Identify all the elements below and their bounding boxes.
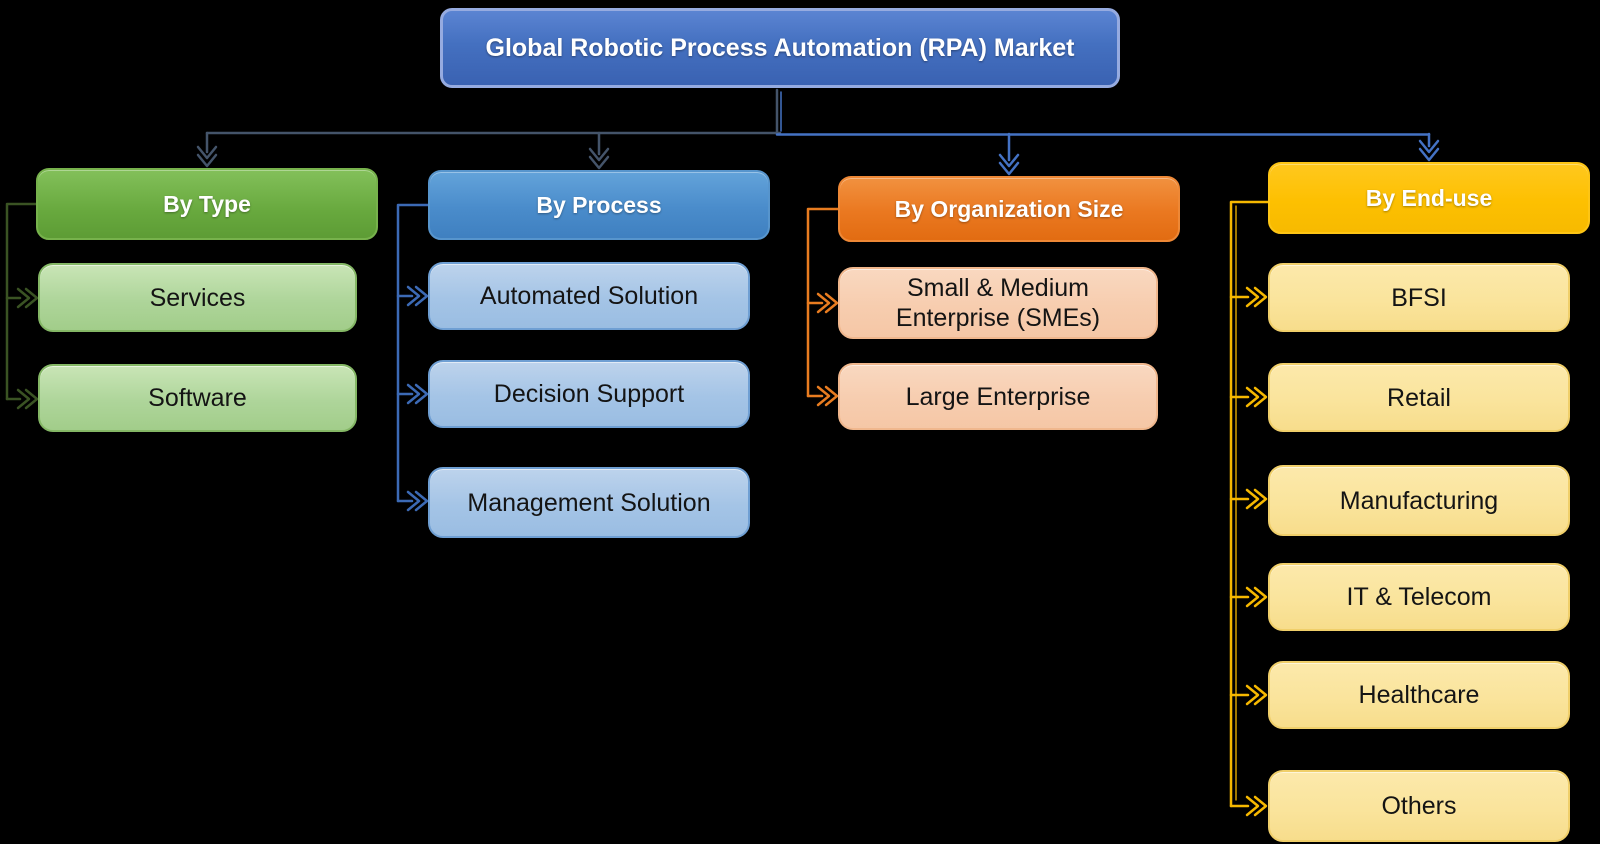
header-by-process: By Process xyxy=(428,170,770,240)
connector-by-process xyxy=(396,203,430,512)
node-healthcare: Healthcare xyxy=(1268,661,1570,729)
connector-by-organization-size xyxy=(806,207,840,407)
node-smes: Small & Medium Enterprise (SMEs) xyxy=(838,267,1158,339)
connector-by-end-use xyxy=(1229,200,1270,817)
node-large-enterprise: Large Enterprise xyxy=(838,363,1158,430)
connector-by-type xyxy=(5,202,39,410)
node-bfsi: BFSI xyxy=(1268,263,1570,332)
node-retail: Retail xyxy=(1268,363,1570,432)
node-manufacturing: Manufacturing xyxy=(1268,465,1570,536)
header-by-type: By Type xyxy=(36,168,378,240)
node-it-telecom: IT & Telecom xyxy=(1268,563,1570,631)
node-management-solution: Management Solution xyxy=(428,467,750,538)
header-by-organization-size: By Organization Size xyxy=(838,176,1180,242)
node-services: Services xyxy=(38,263,357,332)
connector-root-tree xyxy=(196,88,1440,176)
node-others: Others xyxy=(1268,770,1570,842)
node-software: Software xyxy=(38,364,357,432)
node-decision-support: Decision Support xyxy=(428,360,750,428)
root-node: Global Robotic Process Automation (RPA) … xyxy=(440,8,1120,88)
node-automated-solution: Automated Solution xyxy=(428,262,750,330)
header-by-end-use: By End-use xyxy=(1268,162,1590,234)
